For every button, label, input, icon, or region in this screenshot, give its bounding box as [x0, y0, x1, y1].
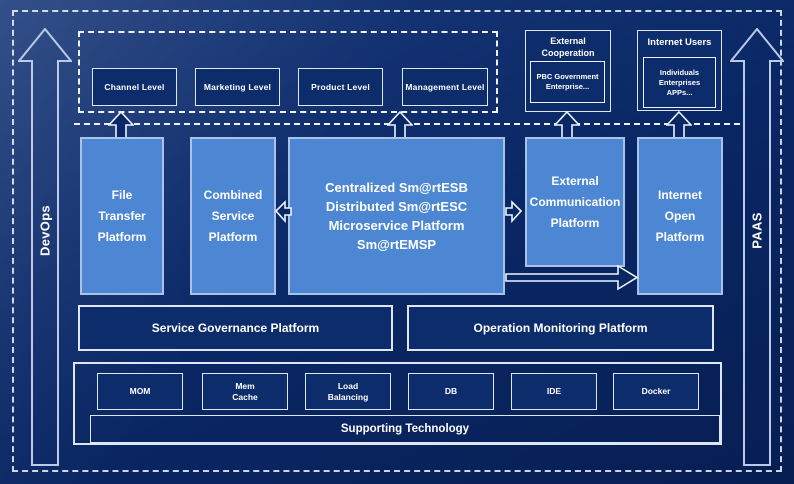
tech-box-mem-cache: Mem Cache — [202, 373, 288, 410]
tech-box-ide: IDE — [511, 373, 597, 410]
inner-line: APPs... — [666, 87, 693, 97]
level-box-marketing: Marketing Level — [195, 68, 280, 106]
tech-line: DB — [444, 386, 458, 396]
platform-line: Centralized Sm@rtESB — [325, 180, 468, 195]
level-label: Marketing Level — [203, 82, 272, 92]
platform-smartesb: Centralized Sm@rtESB Distributed Sm@rtES… — [288, 137, 505, 295]
devops-label: DevOps — [37, 205, 53, 256]
title-line: Cooperation — [541, 48, 595, 58]
level-label: Management Level — [405, 82, 485, 92]
platform-line: Distributed Sm@rtESC — [325, 199, 468, 214]
tech-box-db: DB — [408, 373, 494, 410]
external-cooperation-box: External Cooperation — [525, 30, 611, 112]
tech-box-docker: Docker — [613, 373, 699, 410]
long-right-arrow-icon — [505, 264, 639, 291]
governance-label: Operation Monitoring Platform — [473, 321, 648, 335]
tech-line: Cache — [232, 391, 258, 402]
supporting-technology-label: Supporting Technology — [340, 423, 470, 435]
tech-line: Load — [337, 380, 359, 391]
supporting-technology-container — [73, 362, 722, 445]
supporting-technology-bar: Supporting Technology — [90, 415, 720, 443]
tech-line: Docker — [641, 386, 671, 396]
platform-line: Service — [211, 208, 255, 223]
tech-line: Balancing — [327, 391, 369, 402]
platform-line: External — [551, 173, 599, 188]
external-cooperation-title: External Cooperation — [542, 31, 595, 59]
inner-line: Enterprise... — [545, 82, 590, 91]
platform-line: Open — [664, 208, 696, 223]
platform-line: File — [111, 187, 133, 202]
platform-line: Platform — [208, 229, 258, 244]
platform-line: Platform — [550, 215, 600, 230]
internet-users-title: Internet Users — [647, 37, 712, 48]
platform-line: Platform — [655, 229, 705, 244]
inner-line: Enterprises — [658, 77, 701, 87]
levels-dashed-container — [78, 31, 498, 113]
right-arrow-icon — [505, 200, 522, 223]
level-box-product: Product Level — [298, 68, 383, 106]
tech-box-mom: MOM — [97, 373, 183, 410]
operation-monitoring-box: Operation Monitoring Platform — [407, 305, 714, 351]
inner-line: Individuals — [659, 67, 700, 77]
devops-up-arrow-icon — [18, 28, 72, 466]
paas-up-arrow-icon — [730, 28, 784, 466]
outer-dashed-frame — [12, 10, 782, 472]
inner-line: PBC Government — [536, 72, 599, 81]
title-line: External — [550, 36, 586, 46]
pbc-government-box: PBC Government Enterprise... — [530, 61, 605, 103]
platform-line: Transfer — [98, 208, 146, 223]
tech-line: MOM — [129, 386, 151, 396]
governance-label: Service Governance Platform — [151, 321, 320, 335]
platform-line: Communication — [529, 194, 621, 209]
individuals-box: Individuals Enterprises APPs... — [643, 57, 716, 108]
internet-users-box: Internet Users — [637, 30, 722, 111]
platform-combined-service: Combined Service Platform — [190, 137, 276, 295]
tech-box-load-balancing: Load Balancing — [305, 373, 391, 410]
platform-file-transfer: File Transfer Platform — [80, 137, 164, 295]
left-arrow-icon — [275, 200, 292, 223]
service-governance-box: Service Governance Platform — [78, 305, 393, 351]
platform-internet-open: Internet Open Platform — [637, 137, 723, 295]
level-label: Channel Level — [104, 82, 165, 92]
platform-line: Platform — [97, 229, 147, 244]
level-box-management: Management Level — [402, 68, 488, 106]
platform-line: Internet — [657, 187, 702, 202]
level-box-channel: Channel Level — [92, 68, 177, 106]
level-label: Product Level — [311, 82, 370, 92]
platform-line: Combined — [203, 187, 263, 202]
tech-line: Mem — [235, 380, 255, 391]
tech-line: IDE — [546, 386, 562, 396]
platform-line: Microservice Platform Sm@rtEMSP — [328, 218, 465, 252]
platform-external-communication: External Communication Platform — [525, 137, 625, 267]
paas-label: PAAS — [749, 212, 765, 249]
